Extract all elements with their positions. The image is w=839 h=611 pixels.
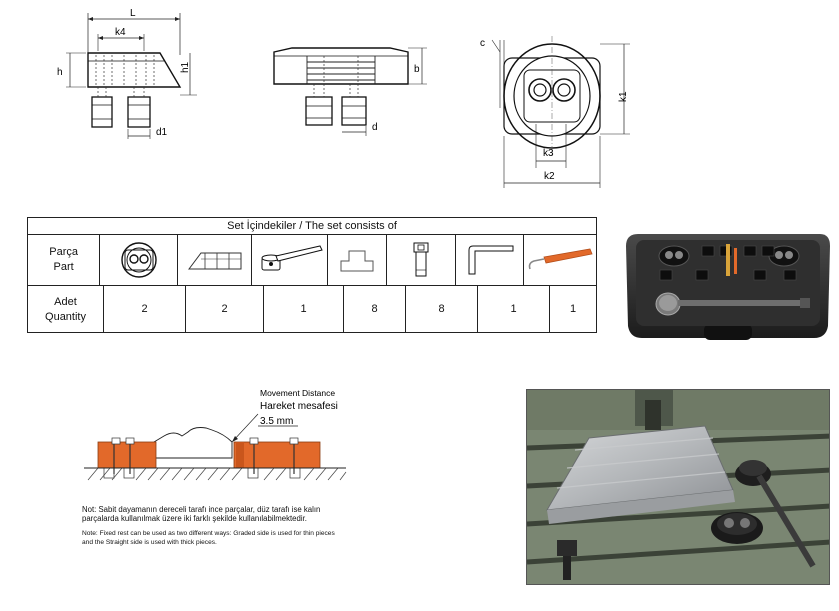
part-cell-1 xyxy=(100,235,179,285)
qty-cell-2: 2 xyxy=(186,286,264,333)
dim-d1: d1 xyxy=(156,127,168,138)
movement-label-tr: Hareket mesafesi xyxy=(260,401,338,412)
note-en-line2: and the Straight side is used with thick… xyxy=(82,538,217,546)
top-view-drawing: c k1 k3 k2 xyxy=(480,36,630,188)
set-contents-table: Set İçindekiler / The set consists of Pa… xyxy=(27,217,597,333)
part-cell-7 xyxy=(524,235,596,285)
carrying-case-photo xyxy=(626,234,830,340)
note-turkish: Not: Sabit dayamanın dereceli tarafı inc… xyxy=(82,505,320,523)
hex-key-icon xyxy=(468,245,514,275)
dim-k4: k4 xyxy=(115,27,126,38)
qty-cell-5: 8 xyxy=(406,286,478,333)
qty-cell-6: 1 xyxy=(478,286,550,333)
note-tr-line1: Not: Sabit dayamanın dereceli tarafı inc… xyxy=(82,505,321,514)
dim-k2: k2 xyxy=(544,171,555,182)
part-label-tr: Parça xyxy=(49,246,78,258)
dim-L: L xyxy=(130,8,136,19)
hook-tool-icon xyxy=(528,248,593,270)
note-en-line1: Note: Fixed rest can be used as two diff… xyxy=(82,530,335,537)
part-cell-4 xyxy=(328,235,388,285)
qty-label-tr: Adet xyxy=(54,295,77,308)
dim-c: c xyxy=(480,38,485,49)
rail-block-icon xyxy=(187,252,242,270)
dim-h1: h1 xyxy=(180,61,191,73)
dim-k3: k3 xyxy=(543,148,554,159)
qty-cell-4: 8 xyxy=(344,286,406,333)
dim-d: d xyxy=(372,122,378,133)
bolt-icon xyxy=(413,242,429,277)
dim-h: h xyxy=(57,67,63,78)
t-nut-icon xyxy=(340,250,374,272)
qty-cell-1: 2 xyxy=(104,286,186,333)
side-view-drawing: L k4 h h1 d1 xyxy=(57,8,197,139)
milling-machine-illustration xyxy=(527,390,829,584)
movement-value: 3.5 mm xyxy=(260,416,293,427)
qty-label-en: Quantity xyxy=(45,310,86,323)
movement-label-en: Movement Distance xyxy=(260,388,335,398)
movement-distance-diagram: Movement Distance Hareket mesafesi 3.5 m… xyxy=(84,388,347,481)
front-view-drawing: b d xyxy=(273,47,427,136)
part-cell-3 xyxy=(252,235,329,285)
note-tr-line2: parçalarda kullanılmak üzere iki farklı … xyxy=(82,514,307,523)
qty-cell-7: 1 xyxy=(569,303,577,315)
part-cell-5 xyxy=(387,235,456,285)
part-label-en: Part xyxy=(53,261,74,273)
part-cell-2 xyxy=(178,235,253,285)
note-english: Note: Fixed rest can be used as two diff… xyxy=(82,530,335,547)
part-cell-6 xyxy=(456,235,525,285)
dim-k1: k1 xyxy=(618,91,629,102)
qty-cell-3: 1 xyxy=(264,286,344,333)
wrench-icon xyxy=(261,245,323,271)
round-jaw-icon xyxy=(120,242,157,278)
dim-b: b xyxy=(414,64,420,75)
milling-machine-photo xyxy=(526,389,830,585)
table-title: Set İçindekiler / The set consists of xyxy=(28,218,596,235)
